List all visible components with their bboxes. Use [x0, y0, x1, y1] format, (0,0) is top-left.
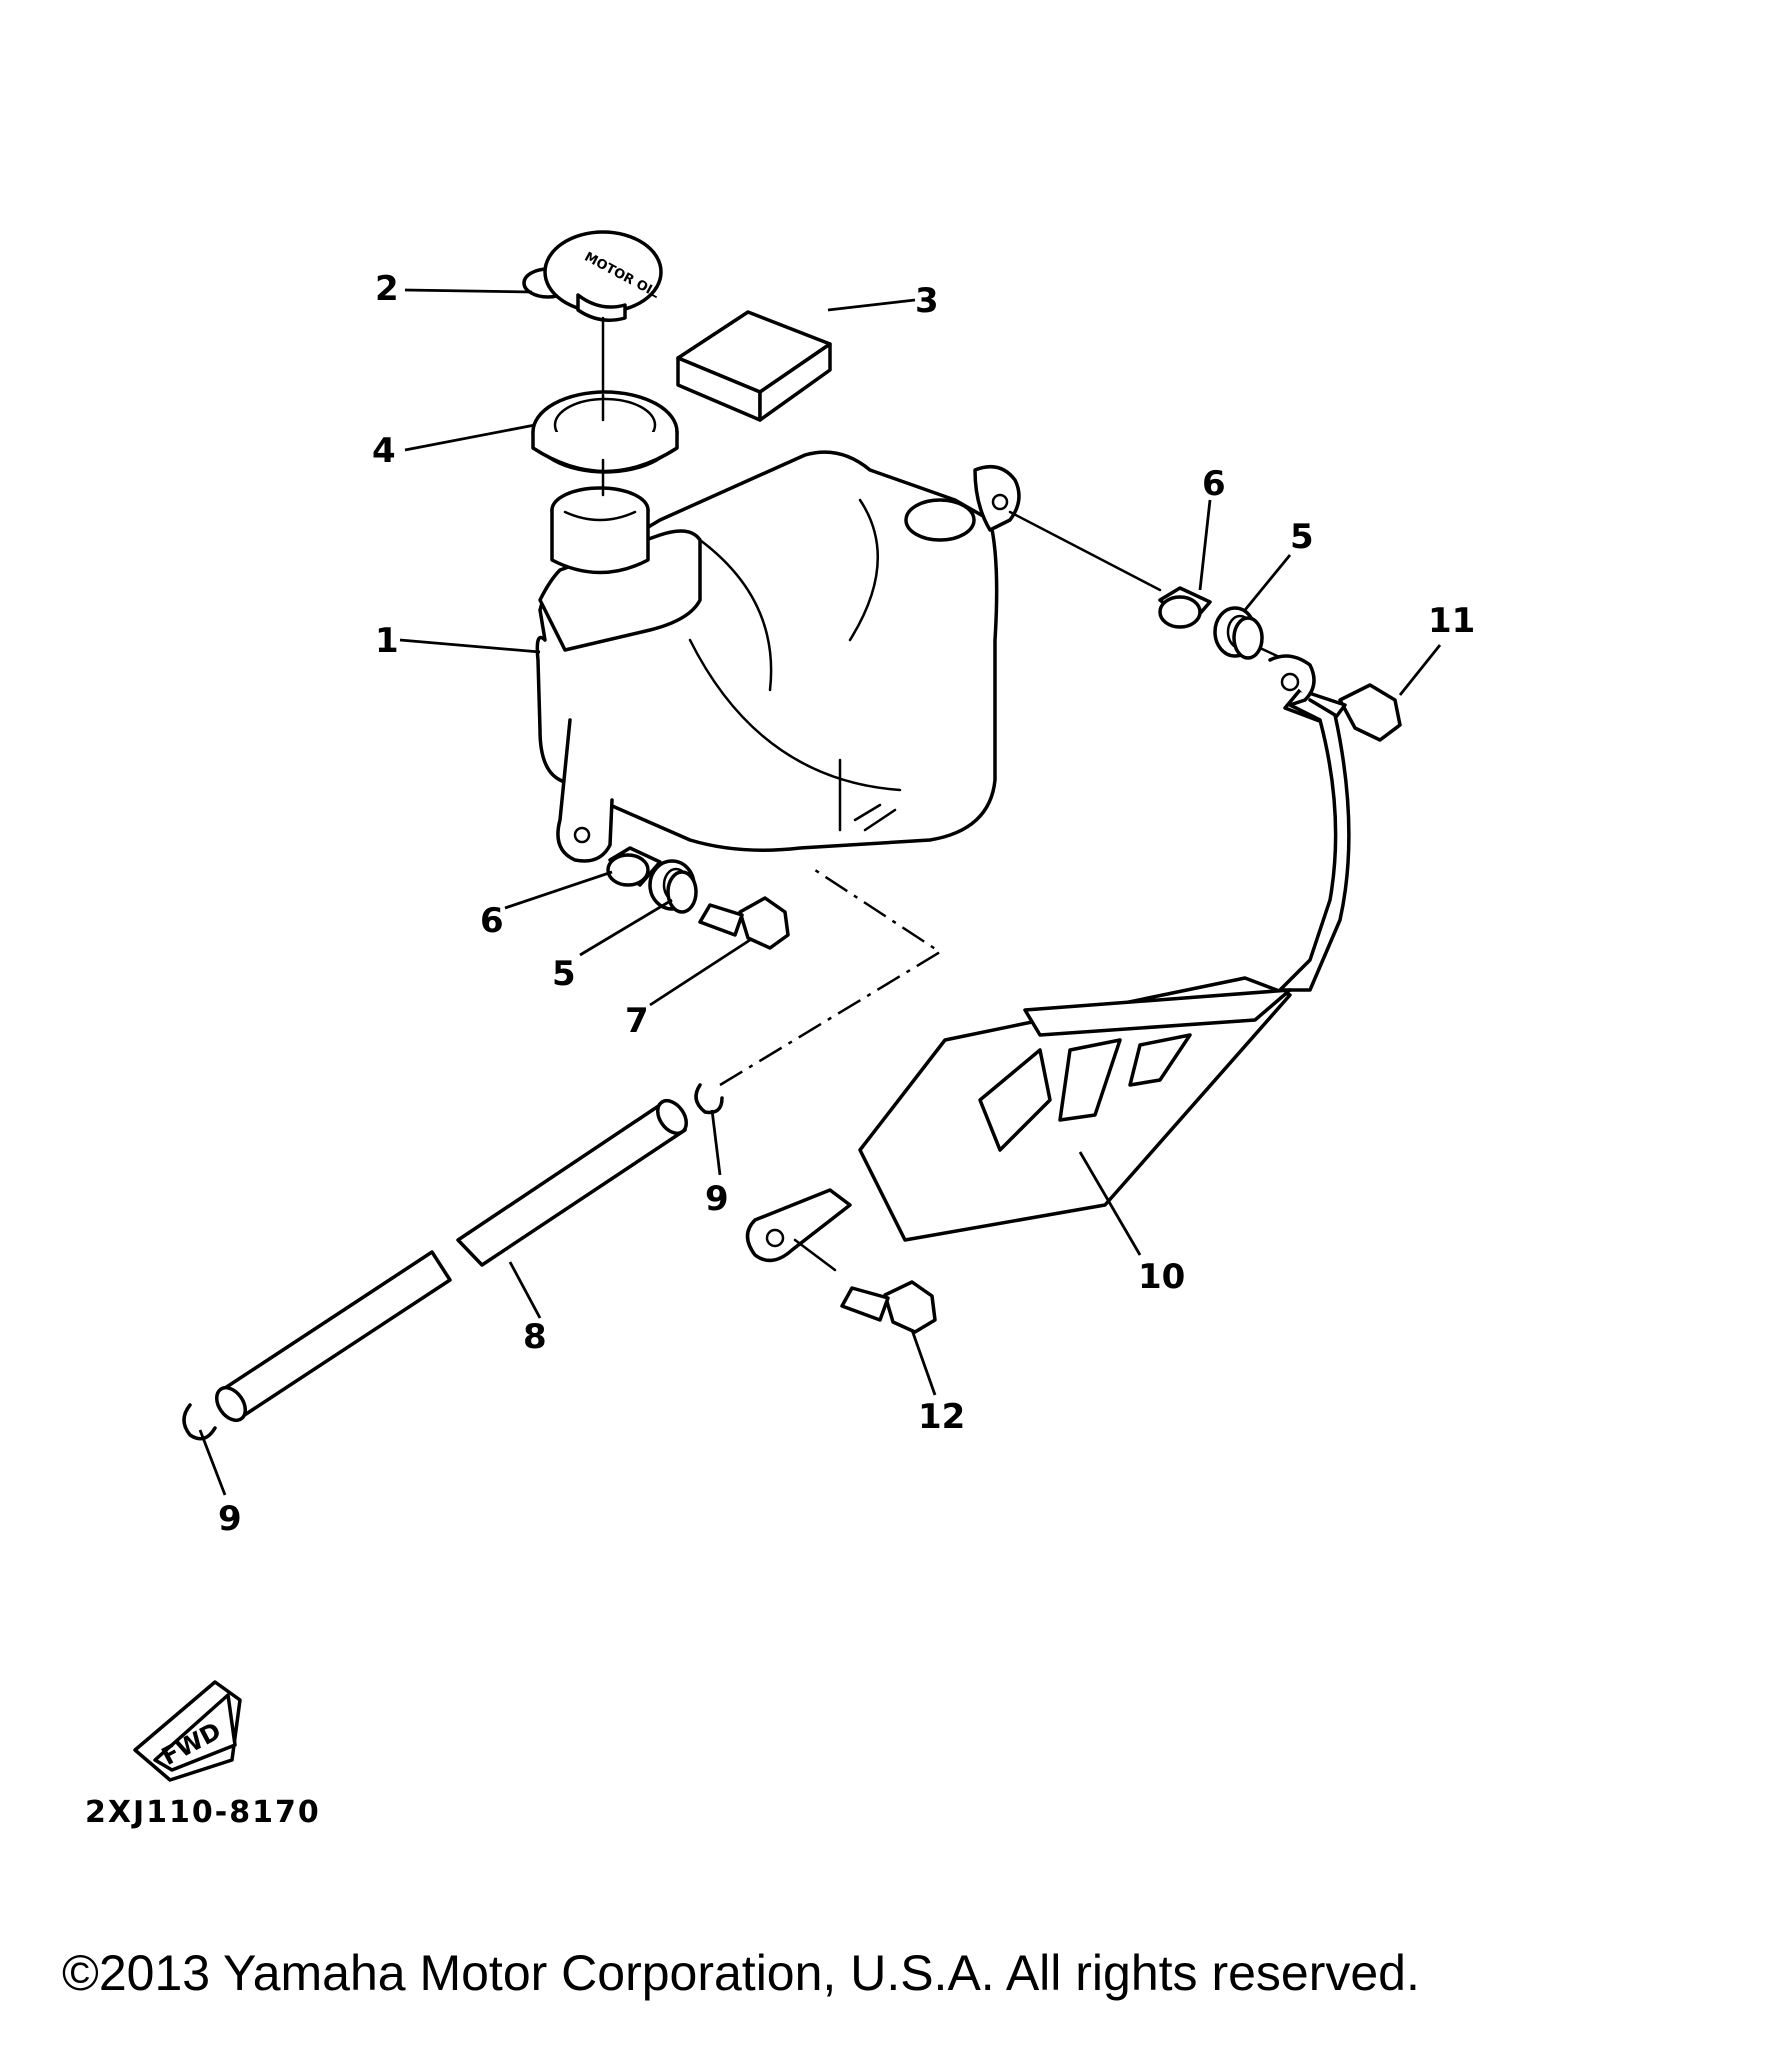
copyright-notice: ©2013 Yamaha Motor Corporation, U.S.A. A… — [62, 1945, 1420, 2001]
callout-10: 10 — [1138, 1257, 1185, 1297]
callout-12: 12 — [918, 1397, 965, 1437]
oil-tank — [535, 450, 1021, 863]
left-mount-hardware — [606, 846, 790, 950]
tank-bracket — [745, 654, 1351, 1334]
callout-5: 5 — [1290, 517, 1314, 557]
callout-1: 1 — [375, 621, 399, 661]
callout-5-lower: 5 — [552, 954, 576, 994]
diagram-code: 2XJ110-8170 — [85, 1795, 321, 1830]
tank-cap: MOTOR OIL — [522, 230, 663, 397]
filler-grommet — [531, 390, 679, 497]
callout-6: 6 — [1202, 464, 1226, 504]
fwd-arrow-icon: FWD — [133, 1680, 242, 1782]
callout-3: 3 — [915, 281, 939, 321]
label-block — [676, 310, 832, 422]
callout-9-upper: 9 — [705, 1179, 729, 1219]
leader-lines — [198, 288, 1442, 1496]
callout-4: 4 — [372, 431, 396, 471]
callout-7: 7 — [625, 1001, 649, 1041]
oil-hose — [182, 868, 943, 1441]
callout-2: 2 — [375, 269, 399, 309]
callout-labels: 2 3 4 1 6 5 11 6 5 7 8 9 9 10 12 — [218, 269, 1475, 1539]
callout-6-lower: 6 — [480, 901, 504, 941]
callout-9-lower: 9 — [218, 1499, 242, 1539]
callout-11: 11 — [1428, 601, 1475, 641]
callout-8: 8 — [523, 1317, 547, 1357]
